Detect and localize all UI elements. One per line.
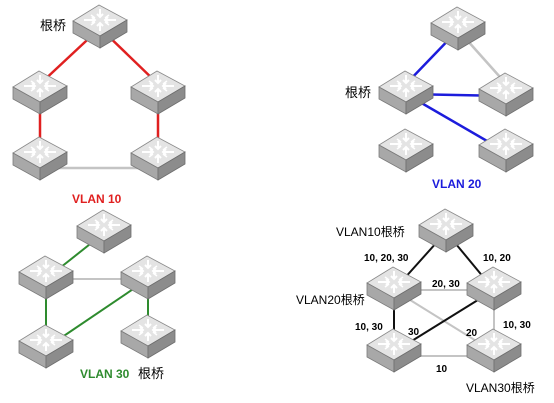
switch-icon (72, 4, 128, 49)
switch-icon (12, 70, 68, 115)
link-label-top-right: 10, 20 (483, 253, 511, 264)
switch-icon (120, 314, 176, 359)
switch-icon (418, 208, 474, 253)
vlan-caption: VLAN 20 (432, 177, 482, 191)
switch-icon (478, 128, 534, 173)
root-bridge-vlan20-label: VLAN20根桥 (296, 293, 365, 307)
switch-icon (18, 324, 74, 369)
link-label-diag-30: 30 (408, 327, 420, 338)
vlan-caption: VLAN 30 (80, 367, 130, 381)
root-bridge-label: 根桥 (40, 18, 66, 33)
root-bridge-vlan30-label: VLAN30根桥 (466, 381, 535, 395)
panel-vlan20: 根桥 VLAN 20 (345, 6, 534, 191)
switch-icon (378, 70, 434, 115)
switch-icon (466, 266, 522, 311)
switch-icon (430, 6, 486, 51)
link-label-top-left: 10, 20, 30 (364, 253, 409, 264)
link-label-bottom: 10 (436, 364, 448, 375)
switch-icon (18, 255, 74, 300)
switch-icon (12, 136, 68, 181)
vlan-caption: VLAN 10 (72, 192, 122, 206)
switch-icon (76, 209, 132, 254)
switch-icon (378, 128, 434, 173)
link-label-left: 10, 30 (355, 322, 383, 333)
link-label-middle: 20, 30 (432, 279, 460, 290)
root-bridge-label: 根桥 (138, 366, 164, 381)
root-bridge-label: 根桥 (345, 85, 371, 100)
switch-icon (130, 136, 186, 181)
panel-combined: VLAN10根桥 VLAN20根桥 VLAN30根桥 10, 20, 30 10… (296, 208, 535, 395)
switch-icon (130, 70, 186, 115)
link-label-diag-20: 20 (466, 328, 478, 339)
panel-vlan10: 根桥 VLAN 10 (12, 4, 186, 206)
switch-icon (366, 266, 422, 311)
switch-icon (478, 72, 534, 117)
link-label-right: 10, 30 (503, 320, 531, 331)
root-bridge-vlan10-label: VLAN10根桥 (336, 225, 405, 239)
panel-vlan30: VLAN 30 根桥 (18, 209, 176, 381)
